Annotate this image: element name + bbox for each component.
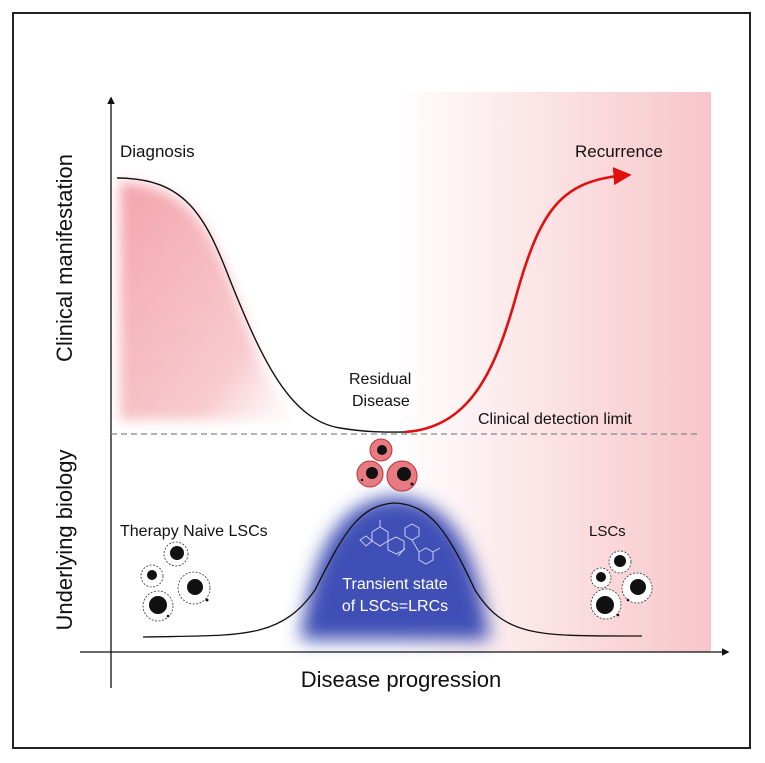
- transient-label-line2: of LSCs=LRCs: [342, 598, 448, 615]
- therapy-naive-nuclei: [147, 546, 209, 618]
- recurrence-curve: [404, 166, 632, 434]
- residual-label-line2: Disease: [352, 393, 410, 410]
- clinical-manifestation-curve: [116, 177, 406, 433]
- therapy-naive-label: Therapy Naive LSCs: [120, 523, 268, 540]
- detection-limit-label: Clinical detection limit: [478, 411, 632, 428]
- residual-cells: [356, 438, 418, 492]
- y-axis-label-bottom: Underlying biology: [52, 450, 77, 631]
- y-axis-label-top: Clinical manifestation: [52, 154, 77, 362]
- lscs-nuclei: [596, 555, 646, 617]
- molecule-icon: [397, 523, 441, 565]
- diagnosis-shaded-area: [120, 182, 300, 420]
- x-axis-label: Disease progression: [301, 667, 502, 692]
- molecule-icon: [359, 520, 405, 555]
- residual-label-line1: Residual: [349, 371, 411, 388]
- recurrence-label: Recurrence: [575, 142, 663, 161]
- underlying-biology-curve: [142, 502, 643, 638]
- transient-label-line1: Transient state: [342, 576, 447, 593]
- diagnosis-label: Diagnosis: [120, 142, 195, 161]
- lscs-label: LSCs: [589, 523, 626, 540]
